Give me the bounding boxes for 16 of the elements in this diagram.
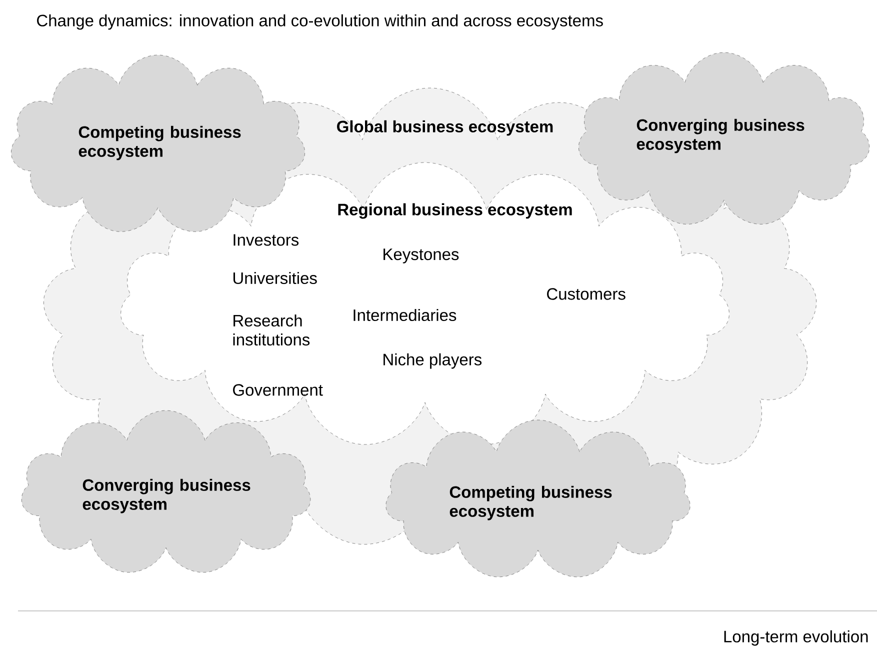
cloud-heading: Converging business ecosystem	[636, 118, 804, 154]
cloud-heading: Converging business ecosystem	[82, 478, 250, 514]
member-label: Research institutions	[233, 314, 310, 346]
cloud-heading: Global business ecosystem	[337, 120, 553, 136]
member-label: Intermediaries	[354, 308, 456, 322]
member-label: Niche players	[384, 353, 482, 369]
member-label: Keystones	[384, 248, 459, 264]
member-label: Customers	[547, 288, 626, 300]
cloud-heading: Competing business ecosystem	[450, 486, 612, 520]
axis-label: Long-term evolution	[724, 630, 868, 646]
cloud-heading: Regional business ecosystem	[338, 203, 572, 219]
member-label: Universities	[233, 272, 317, 284]
member-label: Government	[233, 384, 323, 396]
member-label: Investors	[234, 234, 299, 246]
title: Change dynamics: innovation and co-evolution within and across ecosystems	[37, 14, 603, 30]
cloud-heading: Competing business ecosystem	[78, 126, 241, 160]
